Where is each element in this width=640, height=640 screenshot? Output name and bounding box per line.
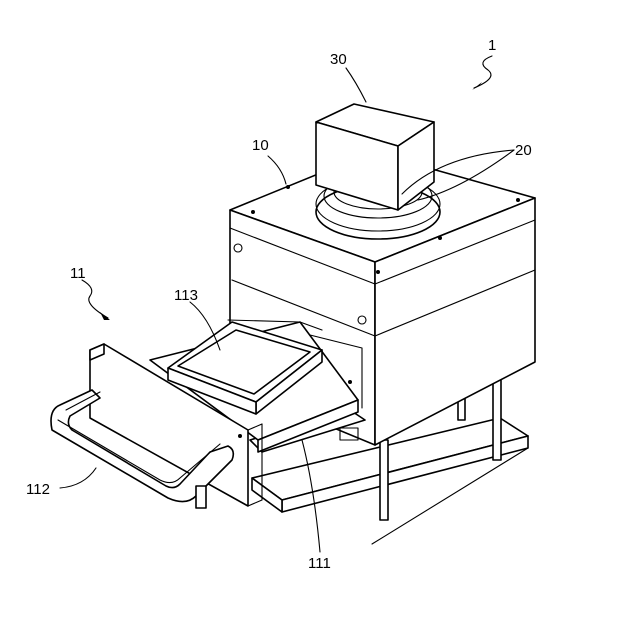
label-tray: 113: [174, 287, 198, 304]
label-window: 20: [515, 142, 532, 159]
leader-line-housing: [268, 156, 286, 184]
leader-line-device: [474, 56, 492, 88]
leader-line-drawer: [82, 280, 108, 318]
arrowhead-device: [472, 82, 482, 90]
label-drawer: 11: [70, 265, 86, 282]
arrowhead-drawer: [100, 312, 110, 320]
label-handle: 112: [26, 481, 50, 498]
label-light-unit: 30: [330, 51, 347, 68]
label-housing: 10: [252, 137, 269, 154]
leader-line-handle: [60, 468, 96, 488]
leader-line-light-unit: [346, 68, 366, 102]
label-device: 1: [488, 37, 496, 54]
label-rail: 111: [308, 555, 331, 572]
